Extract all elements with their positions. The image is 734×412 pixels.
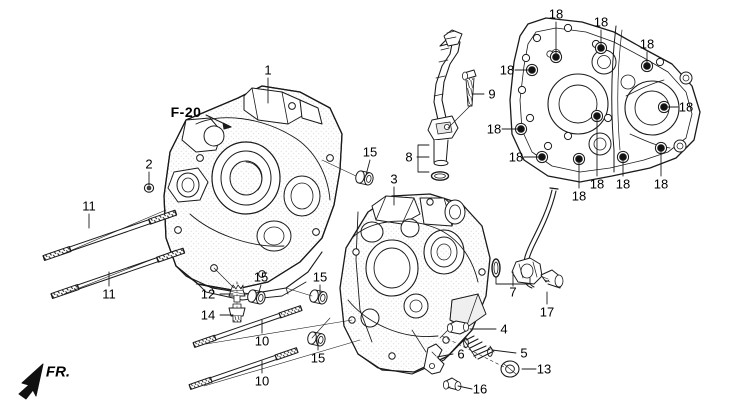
callout-18: 18 xyxy=(571,188,587,204)
left-crankcase-half-art xyxy=(163,85,343,301)
front-direction-arrow-art xyxy=(18,363,44,400)
callout-15: 15 xyxy=(310,350,326,366)
callout-18: 18 xyxy=(486,121,502,137)
reference-label-f20: F-20 xyxy=(170,104,202,120)
callout-17: 17 xyxy=(539,304,555,320)
callout-6: 6 xyxy=(457,346,465,362)
callout-12: 12 xyxy=(200,286,216,302)
callout-18: 18 xyxy=(615,176,631,192)
oil-seal-2-art xyxy=(143,183,155,193)
crankcase-gasket-art xyxy=(509,17,701,183)
callout-8: 8 xyxy=(405,149,413,165)
oil-level-gauge-art xyxy=(417,29,463,181)
callout-18: 18 xyxy=(499,62,515,78)
leader-line-15 xyxy=(365,159,371,176)
leader-line-6 xyxy=(436,353,454,358)
flange-bolt-9-art xyxy=(447,69,477,129)
stud-bolt-11-art xyxy=(42,209,186,300)
drain-bolt-art xyxy=(228,281,246,323)
leader-line-15 xyxy=(257,284,262,296)
callout-1: 1 xyxy=(264,62,272,78)
front-direction-label: FR. xyxy=(45,363,71,381)
callout-18: 18 xyxy=(508,149,524,165)
callout-11: 11 xyxy=(102,286,116,302)
callout-15: 15 xyxy=(362,144,378,160)
callout-15: 15 xyxy=(312,269,328,285)
callout-18: 18 xyxy=(653,176,669,192)
callout-2: 2 xyxy=(145,156,153,172)
leader-line-5 xyxy=(491,349,517,354)
callout-4: 4 xyxy=(500,321,508,337)
callout-13: 13 xyxy=(536,361,552,377)
callout-3: 3 xyxy=(390,171,398,187)
callout-9: 9 xyxy=(488,86,496,102)
callout-18: 18 xyxy=(548,6,564,22)
callout-14: 14 xyxy=(200,307,216,323)
leader-line-16 xyxy=(457,385,473,390)
callout-16: 16 xyxy=(472,381,488,397)
callout-10: 10 xyxy=(254,333,270,349)
callout-18: 18 xyxy=(678,99,694,115)
callout-18: 18 xyxy=(589,176,605,192)
callout-18: 18 xyxy=(639,36,655,52)
f20-leader-arrow xyxy=(205,114,232,130)
callout-11: 11 xyxy=(82,198,96,214)
callout-18: 18 xyxy=(593,14,609,30)
callout-5: 5 xyxy=(520,345,528,361)
callout-10: 10 xyxy=(254,373,270,389)
detent-assembly-art xyxy=(439,320,520,378)
pulse-generator-art xyxy=(491,187,564,289)
stopper-arm-art xyxy=(411,329,462,391)
callout-7: 7 xyxy=(509,284,517,300)
callout-15: 15 xyxy=(253,269,269,285)
